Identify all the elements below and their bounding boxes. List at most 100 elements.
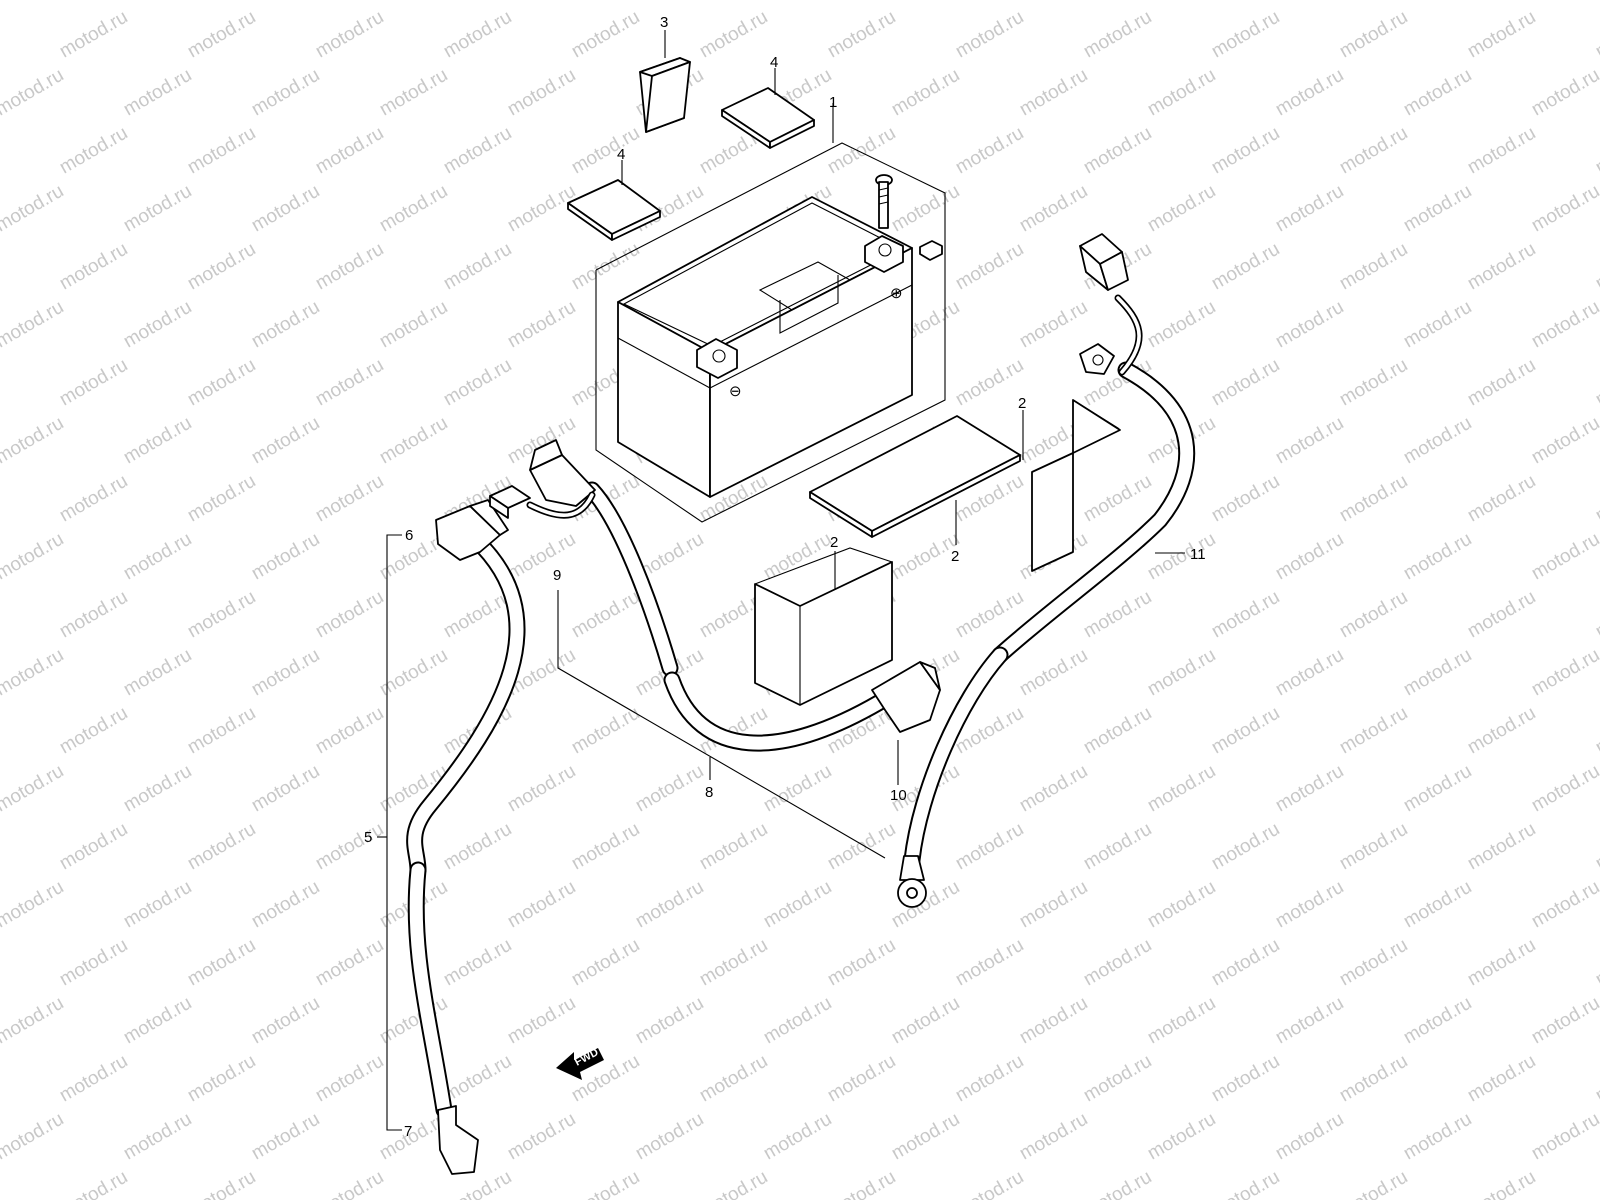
watermark-text: motod.ru xyxy=(1336,935,1411,991)
watermark-text: motod.ru xyxy=(0,877,67,933)
watermark-text: motod.ru xyxy=(1080,7,1155,63)
watermark-text: motod.ru xyxy=(952,819,1027,875)
watermark-text: motod.ru xyxy=(1592,7,1600,63)
watermark-text: motod.ru xyxy=(1144,877,1219,933)
watermark-text: motod.ru xyxy=(312,471,387,527)
watermark-text: motod.ru xyxy=(1464,935,1539,991)
watermark-text: motod.ru xyxy=(56,1167,131,1200)
watermark-text: motod.ru xyxy=(1592,123,1600,179)
watermark-text: motod.ru xyxy=(248,297,323,353)
callout-2-flat: 2 xyxy=(951,548,959,565)
watermark-text: motod.ru xyxy=(952,239,1027,295)
watermark-text: motod.ru xyxy=(1400,65,1475,121)
watermark-text: motod.ru xyxy=(760,877,835,933)
watermark-text: motod.ru xyxy=(120,877,195,933)
watermark-text: motod.ru xyxy=(824,1167,899,1200)
watermark-text: motod.ru xyxy=(1528,65,1600,121)
watermark-text: motod.ru xyxy=(1592,703,1600,759)
watermark-text: motod.ru xyxy=(184,355,259,411)
watermark-text: motod.ru xyxy=(1208,1167,1283,1200)
watermark-text: motod.ru xyxy=(1016,1109,1091,1165)
watermark-text: motod.ru xyxy=(1144,297,1219,353)
watermark-text: motod.ru xyxy=(1464,1167,1539,1200)
watermark-text: motod.ru xyxy=(568,239,643,295)
watermark-text: motod.ru xyxy=(248,65,323,121)
watermark-text: motod.ru xyxy=(0,1051,3,1107)
watermark-text: motod.ru xyxy=(248,0,323,4)
watermark-text: motod.ru xyxy=(824,1051,899,1107)
watermark-text: motod.ru xyxy=(504,1109,579,1165)
watermark-text: motod.ru xyxy=(1336,123,1411,179)
watermark-text: motod.ru xyxy=(56,819,131,875)
watermark-text: motod.ru xyxy=(760,529,835,585)
watermark-text: motod.ru xyxy=(1592,935,1600,991)
watermark-text: motod.ru xyxy=(1080,1051,1155,1107)
part-2-l-pad-right xyxy=(1031,399,1121,572)
watermark-text: motod.ru xyxy=(504,761,579,817)
watermark-text: motod.ru xyxy=(248,993,323,1049)
watermark-text: motod.ru xyxy=(1336,7,1411,63)
watermark-text: motod.ru xyxy=(1016,0,1091,4)
watermark-text: motod.ru xyxy=(1400,297,1475,353)
watermark-text: motod.ru xyxy=(312,703,387,759)
watermark-text: motod.ru xyxy=(1144,645,1219,701)
watermark-text: motod.ru xyxy=(1016,645,1091,701)
watermark-text: motod.ru xyxy=(248,181,323,237)
watermark-text: motod.ru xyxy=(1272,1109,1347,1165)
part-9-connector xyxy=(489,485,596,519)
watermark-text: motod.ru xyxy=(632,0,707,4)
watermark-text: motod.ru xyxy=(56,7,131,63)
watermark-text: motod.ru xyxy=(120,413,195,469)
watermark-text: motod.ru xyxy=(0,1109,67,1165)
watermark-text: motod.ru xyxy=(1272,877,1347,933)
watermark-text: motod.ru xyxy=(888,1109,963,1165)
watermark-text: motod.ru xyxy=(312,123,387,179)
watermark-text: motod.ru xyxy=(440,239,515,295)
part-2-flat-pad xyxy=(809,415,1021,538)
watermark-text: motod.ru xyxy=(0,529,67,585)
watermark-text: motod.ru xyxy=(888,993,963,1049)
watermark-text: motod.ru xyxy=(632,1109,707,1165)
watermark-text: motod.ru xyxy=(952,1051,1027,1107)
watermark-text: motod.ru xyxy=(888,877,963,933)
watermark-text: motod.ru xyxy=(1336,471,1411,527)
watermark-text: motod.ru xyxy=(1528,1109,1600,1165)
watermark-text: motod.ru xyxy=(0,993,67,1049)
callout-5: 5 xyxy=(364,829,372,846)
watermark-text: motod.ru xyxy=(1336,355,1411,411)
watermark-text: motod.ru xyxy=(760,761,835,817)
watermark-text: motod.ru xyxy=(312,7,387,63)
negative-terminal xyxy=(696,338,738,379)
watermark-text: motod.ru xyxy=(1528,761,1600,817)
leader-lines xyxy=(377,30,1185,1131)
watermark-text: motod.ru xyxy=(760,0,835,4)
watermark-text: motod.ru xyxy=(504,0,579,4)
watermark-text: motod.ru xyxy=(1528,297,1600,353)
watermark-text: motod.ru xyxy=(568,587,643,643)
watermark-text: motod.ru xyxy=(568,123,643,179)
part-6-boot xyxy=(435,499,509,561)
watermark-text: motod.ru xyxy=(1272,993,1347,1049)
callout-8: 8 xyxy=(705,784,713,801)
positive-symbol: ⊕ xyxy=(890,285,903,302)
watermark-text: motod.ru xyxy=(632,761,707,817)
watermark-text: motod.ru xyxy=(1464,471,1539,527)
watermark-text: motod.ru xyxy=(0,0,67,4)
battery-assembly: ⊖ ⊕ xyxy=(595,142,946,523)
watermark-text: motod.ru xyxy=(1528,181,1600,237)
watermark-text: motod.ru xyxy=(440,7,515,63)
watermark-text: motod.ru xyxy=(1528,0,1600,4)
watermark-text: motod.ru xyxy=(56,935,131,991)
watermark-text: motod.ru xyxy=(1208,935,1283,991)
watermark-text: motod.ru xyxy=(1400,181,1475,237)
watermark-text: motod.ru xyxy=(312,819,387,875)
watermark-text: motod.ru xyxy=(376,65,451,121)
watermark-text: motod.ru xyxy=(1464,587,1539,643)
watermark-text: motod.ru xyxy=(1592,1167,1600,1200)
watermark-text: motod.ru xyxy=(1464,239,1539,295)
watermark-text: motod.ru xyxy=(1400,645,1475,701)
callout-4-upper: 4 xyxy=(770,54,778,71)
watermark-text: motod.ru xyxy=(120,1109,195,1165)
upper-connector xyxy=(1079,233,1129,291)
